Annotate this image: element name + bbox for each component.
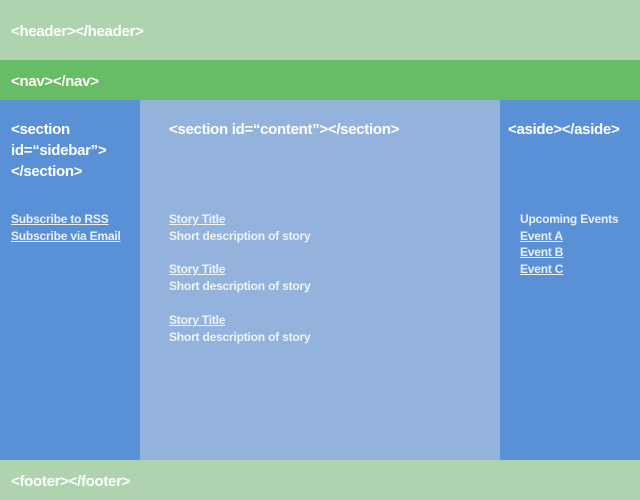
story-item: Story Title Short description of story <box>169 211 311 244</box>
sidebar-label: <section id=“sidebar”> </section> <box>11 119 136 182</box>
story-item: Story Title Short description of story <box>169 312 311 345</box>
story-description: Short description of story <box>169 228 311 243</box>
sidebar-links: Subscribe to RSS Subscribe via Email <box>11 211 121 245</box>
aside-region: <aside></aside> Upcoming Events Event A … <box>500 100 640 460</box>
sidebar-label-line: </section> <box>11 163 83 180</box>
story-description: Short description of story <box>169 278 311 293</box>
events-list: Upcoming Events Event A Event B Event C <box>520 211 619 278</box>
events-heading: Upcoming Events <box>520 212 619 226</box>
event-c-link[interactable]: Event C <box>520 262 564 277</box>
sidebar-label-line: id=“sidebar”> <box>11 142 107 159</box>
sidebar-label-line: <section <box>11 121 70 138</box>
story-title-link[interactable]: Story Title <box>169 313 226 327</box>
nav-region: <nav></nav> <box>0 60 640 100</box>
event-b-link[interactable]: Event B <box>520 245 564 260</box>
content-label: <section id=“content”></section> <box>169 121 400 138</box>
nav-label: <nav></nav> <box>11 73 99 90</box>
story-description: Short description of story <box>169 329 311 344</box>
header-label: <header></header> <box>11 23 144 40</box>
event-a-link[interactable]: Event A <box>520 228 563 243</box>
content-region: <section id=“content”></section> Story T… <box>140 100 500 460</box>
story-title-link[interactable]: Story Title <box>169 262 226 276</box>
header-region: <header></header> <box>0 0 640 60</box>
footer-region: <footer></footer> <box>0 460 640 500</box>
aside-label: <aside></aside> <box>508 121 620 138</box>
story-item: Story Title Short description of story <box>169 261 311 294</box>
subscribe-email-link[interactable]: Subscribe via Email <box>11 229 121 243</box>
story-title-link[interactable]: Story Title <box>169 212 226 226</box>
footer-label: <footer></footer> <box>11 473 131 490</box>
subscribe-rss-link[interactable]: Subscribe to RSS <box>11 212 109 226</box>
sidebar-region: <section id=“sidebar”> </section> Subscr… <box>0 100 140 460</box>
